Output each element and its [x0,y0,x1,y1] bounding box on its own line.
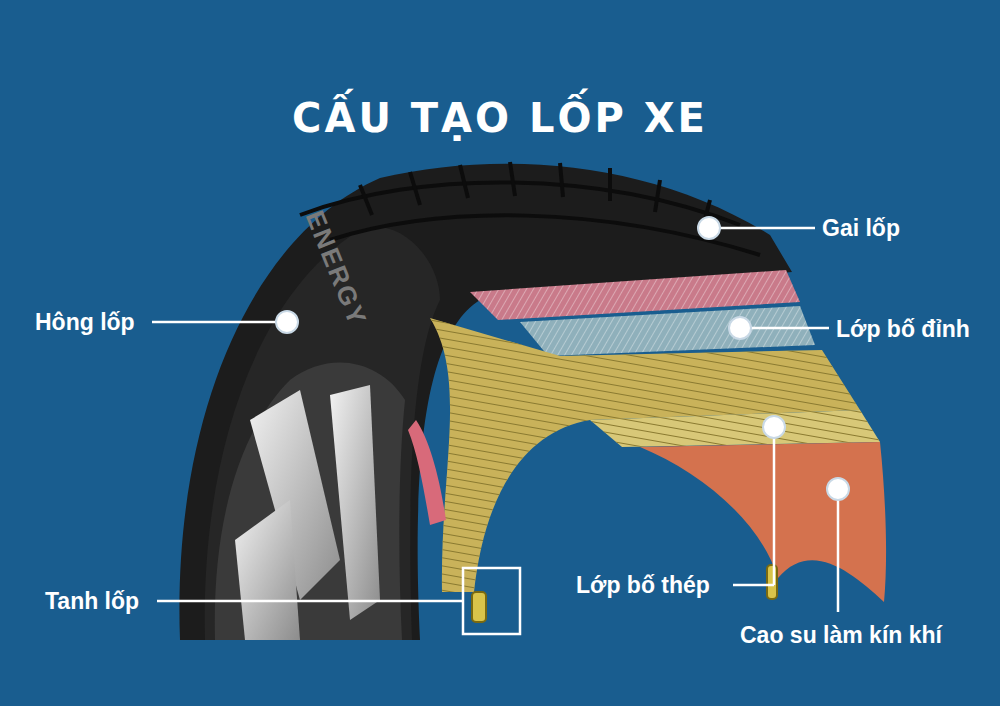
part-label: Cao su làm kín khí [740,622,942,649]
part-label: Lớp bố thép [576,572,710,599]
title: CẤU TẠO LỐP XE [292,95,708,141]
part-label: Gai lốp [822,215,900,242]
part-label: Tanh lốp [45,588,139,615]
part-label: Hông lốp [35,309,135,336]
part-label: Lớp bố đỉnh [836,316,970,343]
